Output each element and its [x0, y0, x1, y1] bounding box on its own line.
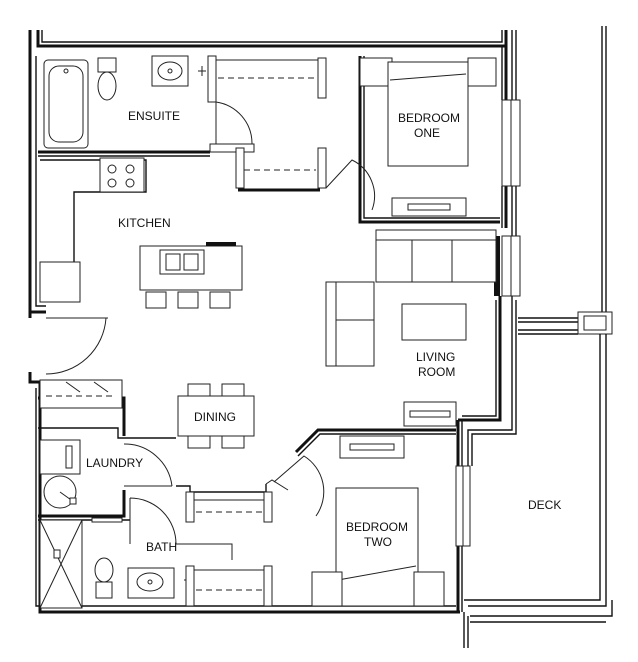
- kitchen-room: KITCHEN: [39, 157, 243, 309]
- bedroom-two-label-line2: TWO: [364, 535, 392, 549]
- bath-room: BATH: [38, 490, 233, 609]
- windows: [455, 99, 521, 547]
- bedroom-two-label-line1: BEDROOM: [346, 520, 408, 534]
- kitchen-label: KITCHEN: [118, 216, 171, 230]
- bedroom-two-room: BEDROOM TWO: [273, 428, 456, 607]
- deck-outline: [463, 26, 613, 648]
- ensuite-room: ENSUITE: [38, 55, 255, 157]
- deck-label: DECK: [528, 498, 561, 512]
- ensuite-label: ENSUITE: [128, 109, 180, 123]
- closet-top: [207, 55, 327, 192]
- laundry-label: LAUNDRY: [86, 456, 143, 470]
- bedroom-one-room: BEDROOM ONE: [325, 56, 500, 224]
- living-room: LIVING ROOM: [325, 229, 497, 427]
- bedroom-one-label-line1: BEDROOM: [398, 111, 460, 125]
- closet-bottom: [176, 479, 289, 607]
- bath-label: BATH: [146, 540, 177, 554]
- living-room-label-line1: LIVING: [416, 350, 455, 364]
- entry-door: [28, 312, 108, 375]
- laundry-room: LAUNDRY: [38, 379, 176, 509]
- living-room-label-line2: ROOM: [418, 365, 455, 379]
- dining-label: DINING: [194, 410, 236, 424]
- bedroom-one-label-line2: ONE: [414, 126, 440, 140]
- dining-room: DINING: [177, 383, 255, 449]
